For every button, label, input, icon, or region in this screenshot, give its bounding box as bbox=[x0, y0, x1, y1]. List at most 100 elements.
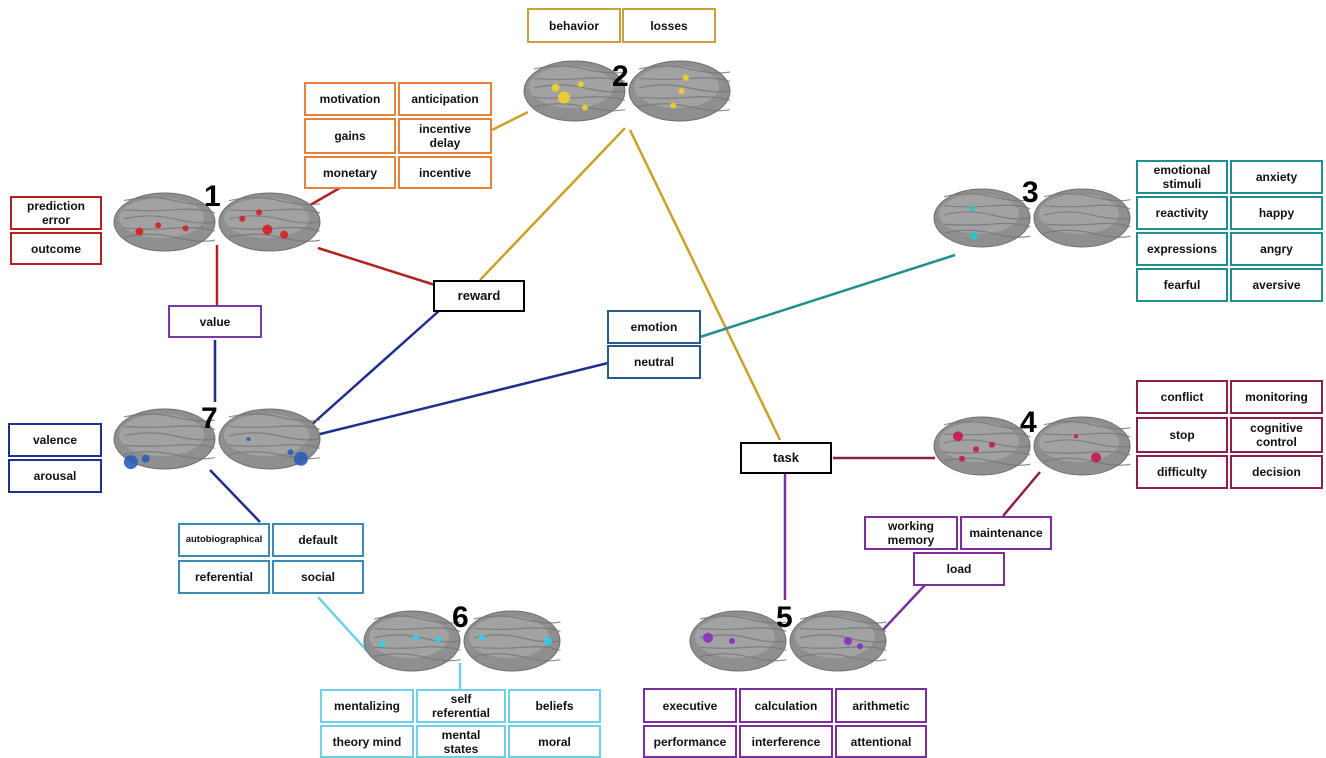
activation-blob bbox=[844, 637, 852, 645]
term-moral: moral bbox=[508, 725, 601, 758]
hub-reward: reward bbox=[433, 280, 525, 312]
left-hemisphere bbox=[113, 408, 216, 470]
term-default: default bbox=[272, 523, 364, 557]
brain-cluster-2 bbox=[523, 60, 731, 122]
term-self-referential: self referential bbox=[416, 689, 506, 723]
term-behavior: behavior bbox=[527, 8, 621, 43]
term-working-memory: working memory bbox=[864, 516, 958, 550]
term-value: value bbox=[168, 305, 262, 338]
term-stop: stop bbox=[1136, 417, 1228, 453]
activation-blob bbox=[413, 634, 419, 641]
activation-blob bbox=[262, 224, 273, 235]
term-losses: losses bbox=[622, 8, 716, 43]
term-expressions: expressions bbox=[1136, 232, 1228, 266]
term-arousal: arousal bbox=[8, 459, 102, 493]
term-prediction-error: prediction error bbox=[10, 196, 102, 230]
cluster-number-7: 7 bbox=[201, 402, 218, 435]
right-hemisphere bbox=[218, 408, 321, 470]
term-autobiographical: autobiographical bbox=[178, 523, 270, 557]
activation-blob bbox=[857, 643, 863, 650]
activation-blob bbox=[544, 637, 552, 645]
activation-blob bbox=[729, 638, 735, 644]
activation-blob bbox=[670, 102, 677, 109]
activation-blob bbox=[969, 205, 975, 212]
term-interference: interference bbox=[739, 725, 833, 758]
link-c5-load bbox=[879, 584, 926, 634]
term-mental-states: mental states bbox=[416, 725, 506, 758]
activation-blob bbox=[678, 88, 685, 94]
term-angry: angry bbox=[1230, 232, 1323, 266]
term-performance: performance bbox=[643, 725, 737, 758]
term-calculation: calculation bbox=[739, 688, 833, 723]
link-c7-neutral bbox=[307, 361, 609, 439]
brain-cluster-1 bbox=[113, 192, 321, 252]
term-conflict: conflict bbox=[1136, 380, 1228, 414]
link-c7-autobio bbox=[209, 469, 261, 523]
activation-blob bbox=[973, 446, 979, 453]
right-hemisphere bbox=[1033, 188, 1131, 248]
activation-blob bbox=[123, 455, 138, 470]
term-valence: valence bbox=[8, 423, 102, 457]
link-c4-maintenance bbox=[1002, 471, 1041, 517]
left-hemisphere bbox=[933, 188, 1031, 248]
activation-blob bbox=[135, 227, 144, 236]
term-cognitive-control: cognitive control bbox=[1230, 417, 1323, 453]
term-incentive: incentive bbox=[398, 156, 492, 189]
cluster-number-4: 4 bbox=[1020, 406, 1037, 439]
activation-blob bbox=[479, 634, 485, 641]
right-hemisphere bbox=[218, 192, 321, 252]
term-executive: executive bbox=[643, 688, 737, 723]
term-difficulty: difficulty bbox=[1136, 455, 1228, 489]
term-arithmetic: arithmetic bbox=[835, 688, 927, 723]
cluster-number-6: 6 bbox=[452, 601, 469, 634]
cluster-number-5: 5 bbox=[776, 601, 793, 634]
activation-blob bbox=[582, 104, 588, 111]
hub-task: task bbox=[740, 442, 832, 474]
link-c7-reward bbox=[299, 309, 441, 436]
activation-blob bbox=[294, 451, 308, 466]
term-maintenance: maintenance bbox=[960, 516, 1052, 550]
term-load: load bbox=[913, 552, 1005, 586]
activation-blob bbox=[379, 641, 385, 648]
activation-blob bbox=[953, 431, 963, 442]
term-emotional-stimuli: emotional stimuli bbox=[1136, 160, 1228, 194]
activation-blob bbox=[577, 81, 584, 88]
activation-blob bbox=[558, 91, 570, 104]
link-c2-motivation bbox=[491, 110, 529, 132]
term-motivation: motivation bbox=[304, 82, 396, 116]
activation-blob bbox=[182, 225, 189, 232]
activation-blob bbox=[155, 222, 162, 229]
link-c6-social bbox=[317, 596, 369, 653]
activation-blob bbox=[1074, 434, 1078, 439]
term-social: social bbox=[272, 560, 364, 594]
activation-blob bbox=[970, 231, 978, 240]
cluster-number-1: 1 bbox=[204, 180, 221, 213]
brain-cluster-4 bbox=[933, 416, 1131, 476]
term-anxiety: anxiety bbox=[1230, 160, 1323, 194]
activation-blob bbox=[989, 441, 995, 448]
activation-blob bbox=[239, 215, 246, 222]
term-gains: gains bbox=[304, 118, 396, 154]
term-attentional: attentional bbox=[835, 725, 927, 758]
activation-blob bbox=[682, 74, 689, 81]
term-theory-mind: theory mind bbox=[320, 725, 414, 758]
link-c3-emotion bbox=[699, 253, 956, 339]
term-aversive: aversive bbox=[1230, 268, 1323, 302]
left-hemisphere bbox=[933, 416, 1031, 476]
term-anticipation: anticipation bbox=[398, 82, 492, 116]
brain-cluster-6 bbox=[363, 610, 561, 672]
term-incentive-delay: incentive delay bbox=[398, 118, 492, 154]
cluster-number-2: 2 bbox=[612, 60, 629, 93]
term-monitoring: monitoring bbox=[1230, 380, 1323, 414]
activation-blob bbox=[959, 455, 965, 462]
brain-cluster-3 bbox=[933, 188, 1131, 248]
term-beliefs: beliefs bbox=[508, 689, 601, 723]
term-happy: happy bbox=[1230, 196, 1323, 230]
term-outcome: outcome bbox=[10, 232, 102, 265]
link-c2-task bbox=[628, 129, 782, 441]
activation-blob bbox=[246, 437, 251, 441]
brain-cluster-7 bbox=[113, 408, 321, 470]
left-hemisphere bbox=[363, 610, 461, 672]
